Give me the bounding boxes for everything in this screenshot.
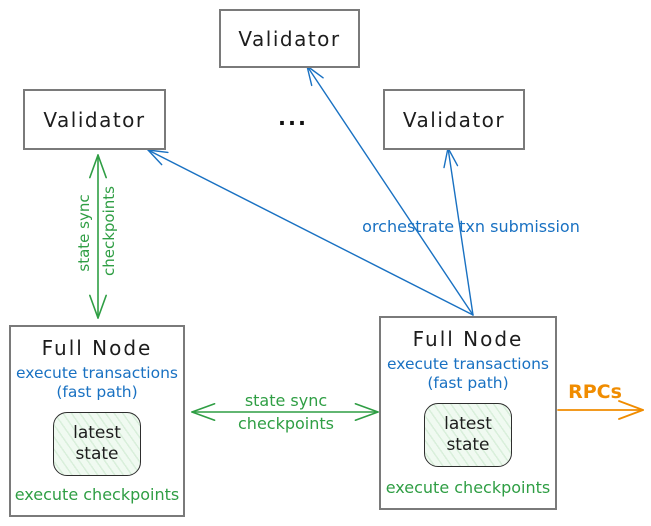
validator-top-box: Validator	[219, 9, 360, 68]
orchestrate-label: orchestrate txn submission	[362, 217, 580, 236]
full-node-left-title: Full Node	[41, 336, 153, 360]
full-node-right-title: Full Node	[412, 327, 524, 351]
latest-state-box-left: latest state	[53, 411, 141, 476]
full-node-right-box: Full Node execute transactions (fast pat…	[379, 316, 557, 510]
latest-state-right-line2: state	[446, 434, 490, 455]
full-node-right-footer: execute checkpoints	[385, 478, 551, 497]
full-node-left-footer: execute checkpoints	[14, 485, 180, 504]
state-sync-vertical-label-line1: state sync	[75, 194, 93, 272]
state-sync-horizontal-label-line2: checkpoints	[238, 414, 334, 433]
state-sync-vertical-label-line2: checkpoints	[100, 186, 118, 276]
full-node-left-fastpath-line1: execute transactions	[15, 364, 179, 382]
full-node-right-fastpath-line2: (fast path)	[427, 374, 509, 393]
full-node-left-box: Full Node execute transactions (fast pat…	[9, 325, 185, 517]
validator-right-label: Validator	[402, 107, 506, 132]
full-node-right-fastpath-line1: execute transactions	[386, 355, 550, 373]
validator-left-label: Validator	[43, 107, 146, 132]
full-node-left-fastpath-line2: (fast path)	[56, 383, 138, 402]
validator-right-box: Validator	[383, 89, 525, 150]
rpcs-label: RPCs	[568, 381, 622, 403]
validator-left-box: Validator	[23, 89, 166, 150]
latest-state-left-line2: state	[75, 443, 119, 464]
latest-state-left-line1: latest	[73, 423, 121, 444]
validator-top-label: Validator	[238, 26, 341, 51]
latest-state-right-line1: latest	[444, 414, 492, 435]
rpcs-arrow	[557, 400, 644, 420]
state-sync-horizontal-label-line1: state sync	[244, 391, 328, 410]
latest-state-box-right: latest state	[424, 402, 512, 467]
validators-ellipsis: ...	[278, 106, 308, 130]
